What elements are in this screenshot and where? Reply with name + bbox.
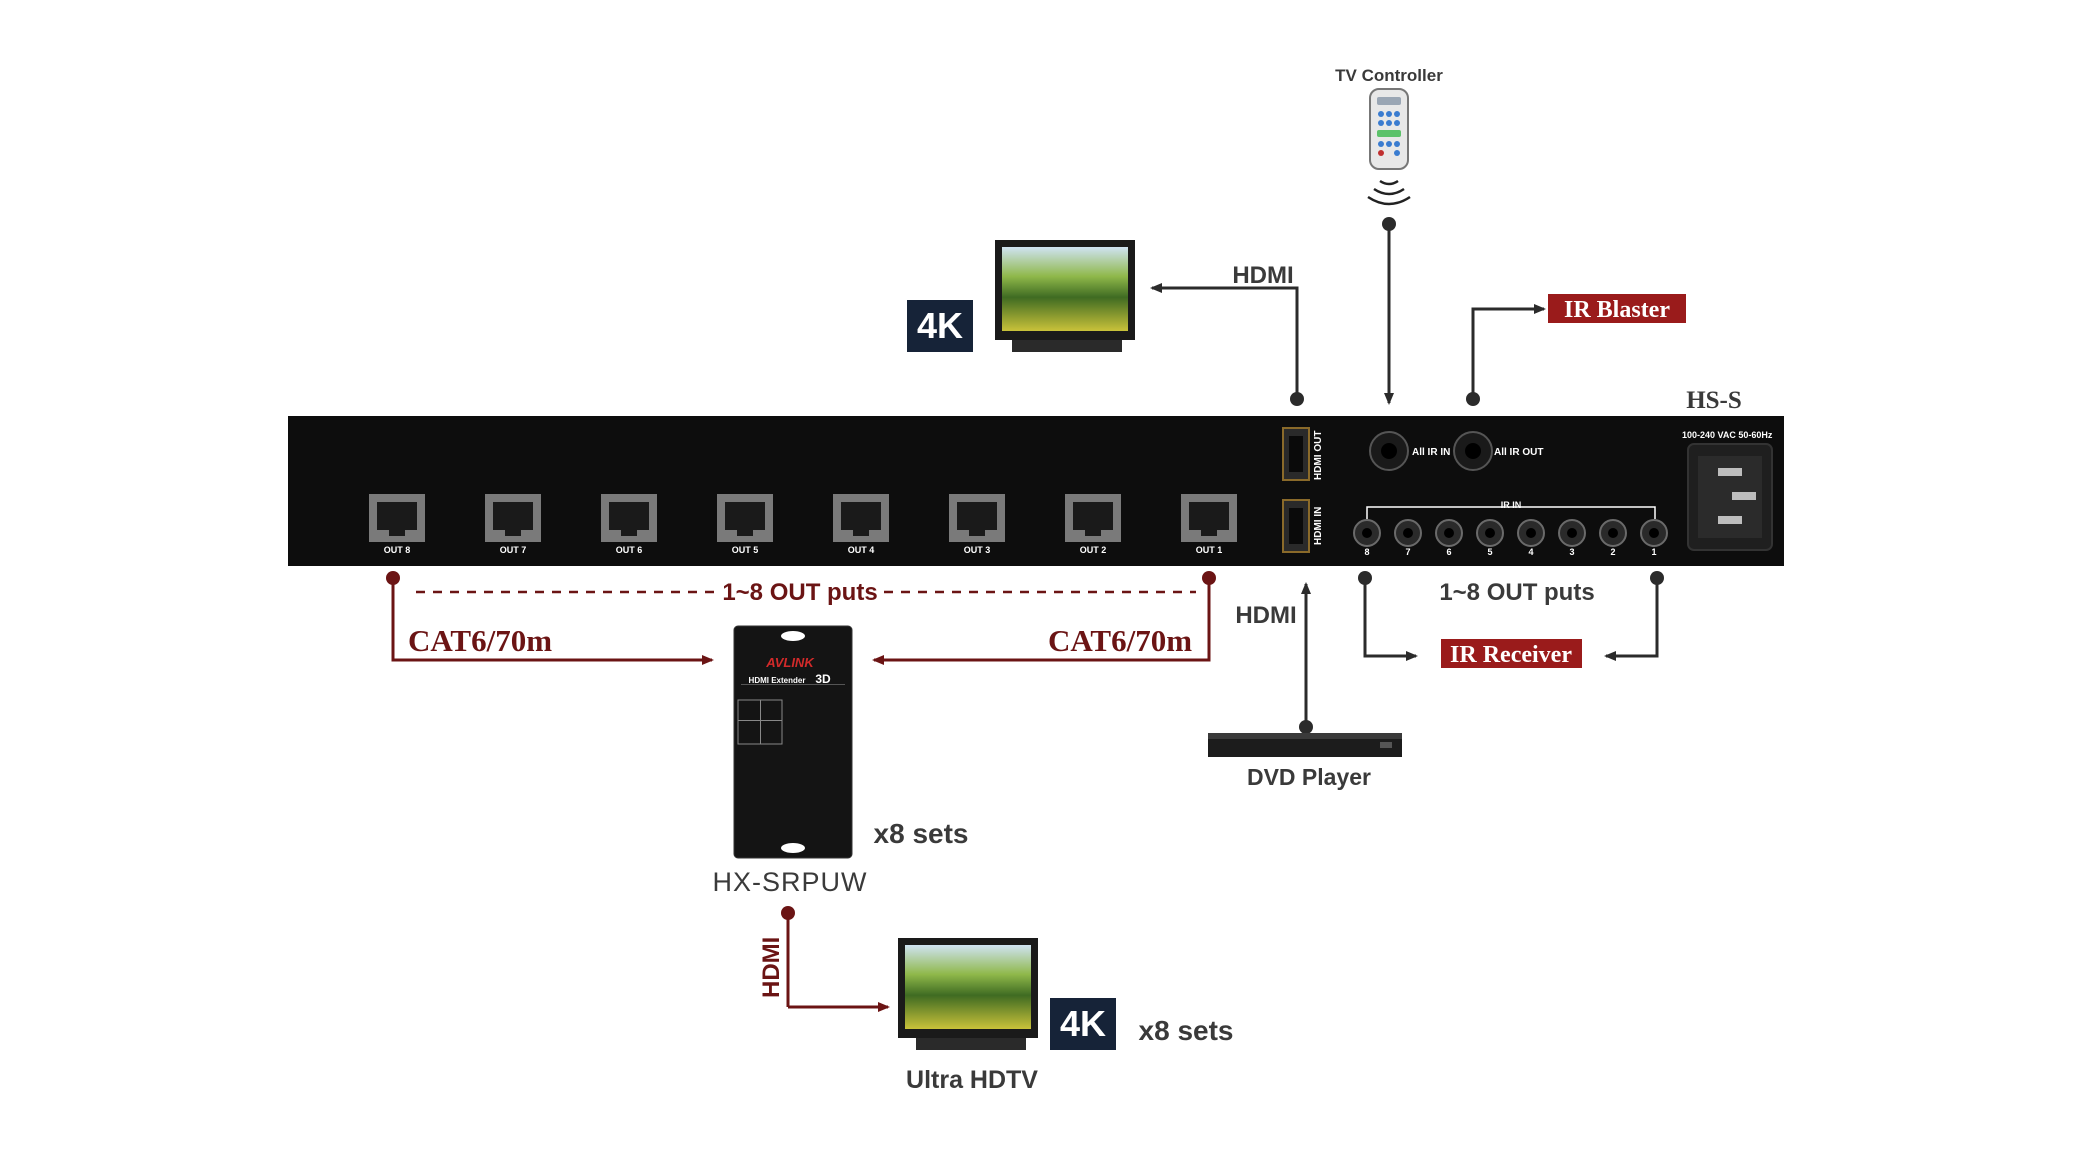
ir-in-label: IR IN: [1501, 500, 1522, 510]
hdmi-in-label: HDMI IN: [1313, 507, 1324, 545]
rj45-port: OUT 7: [485, 494, 541, 555]
ir-signal-icon: [1367, 179, 1411, 206]
rj45-port-label: OUT 1: [1196, 545, 1223, 555]
out1-to-extender-arrow: [872, 578, 1211, 665]
ir-input-jack: 3: [1558, 519, 1586, 557]
rj45-output-ports: OUT 8 OUT 7 OUT 6 OUT 5 OUT 4 OUT 3 OUT 2 OUT 1: [369, 494, 1237, 555]
ir-input-jack-label: 1: [1651, 547, 1656, 557]
ir-input-jack-label: 3: [1569, 547, 1574, 557]
rj45-port-label: OUT 8: [384, 545, 411, 555]
all-ir-out-jack: [1453, 431, 1493, 471]
ir-input-jack: 5: [1476, 519, 1504, 557]
ir-input-jack: 1: [1640, 519, 1668, 557]
all-ir-in-label: All IR IN: [1412, 447, 1450, 458]
ir-input-jack: 2: [1599, 519, 1627, 557]
badge-4k-bottom-text: 4K: [1060, 1003, 1106, 1044]
rj45-port-label: OUT 2: [1080, 545, 1107, 555]
hdmi-out-to-top-tv-arrow: [1150, 283, 1299, 399]
remote-control-icon: [1369, 88, 1409, 170]
ir-input-jack-label: 2: [1610, 547, 1615, 557]
dvd-player-label: DVD Player: [1247, 764, 1371, 790]
ir-blaster-label: IR Blaster: [1564, 297, 1670, 323]
ir8-to-ir-receiver-arrow: [1363, 578, 1418, 661]
rj45-port: OUT 8: [369, 494, 425, 555]
ir-input-jack: 8: [1353, 519, 1381, 557]
extender-brand: AVLINK: [765, 655, 815, 670]
hdmi-mid-label: HDMI: [1235, 602, 1296, 629]
hdmi-top-label: HDMI: [1232, 262, 1293, 289]
power-socket-icon: [1687, 443, 1773, 551]
ir-input-jack-label: 4: [1528, 547, 1533, 557]
ultra-hdtv-label: Ultra HDTV: [906, 1066, 1038, 1094]
power-spec-label: 100-240 VAC 50-60Hz: [1682, 430, 1773, 440]
rj45-port: OUT 1: [1181, 494, 1237, 555]
ir-receiver-label: IR Receiver: [1450, 642, 1572, 668]
all-ir-out-label: All IR OUT: [1494, 447, 1543, 458]
extender-sets-label: x8 sets: [874, 818, 969, 849]
hdmi-out-port: HDMI OUT: [1282, 427, 1324, 481]
cat-label-right: CAT6/70m: [1048, 623, 1192, 658]
rj45-port: OUT 6: [601, 494, 657, 555]
tv-controller-label: TV Controller: [1335, 66, 1443, 85]
ir-input-jack: 6: [1435, 519, 1463, 557]
tv-sets-label: x8 sets: [1139, 1015, 1234, 1046]
ir-input-jack: 4: [1517, 519, 1545, 557]
rj45-port-label: OUT 7: [500, 545, 527, 555]
badge-4k-top: 4K: [907, 300, 973, 352]
rj45-port: OUT 3: [949, 494, 1005, 555]
hdmi-out-label: HDMI OUT: [1313, 431, 1324, 480]
outputs-label-left: 1~8 OUT puts: [722, 579, 877, 606]
rj45-port-label: OUT 6: [616, 545, 643, 555]
rj45-port-label: OUT 5: [732, 545, 759, 555]
rj45-port: OUT 4: [833, 494, 889, 555]
all-ir-out-to-ir-blaster-arrow: [1471, 304, 1546, 399]
dvd-player-icon: [1208, 733, 1402, 757]
extender-3d-tag: 3D: [815, 672, 831, 686]
ir1-to-ir-receiver-arrow: [1604, 578, 1659, 661]
ir-blaster-tag: IR Blaster: [1548, 294, 1686, 323]
rj45-port-label: OUT 3: [964, 545, 991, 555]
rj45-port-label: OUT 4: [848, 545, 875, 555]
cat-label-left: CAT6/70m: [408, 623, 552, 658]
ir-input-jack-label: 8: [1364, 547, 1369, 557]
ir-input-jacks: 8 7 6 5 4 3 2 1: [1353, 519, 1668, 557]
badge-4k-top-text: 4K: [917, 305, 963, 346]
ir-receiver-tag: IR Receiver: [1441, 639, 1582, 668]
extender-model-label: HX-SRPUW: [713, 867, 868, 897]
ir-input-jack-label: 6: [1446, 547, 1451, 557]
outputs-label-right: 1~8 OUT puts: [1439, 579, 1594, 606]
extender-product: HDMI Extender: [749, 676, 806, 685]
device-rear-panel: [288, 416, 1784, 566]
hdmi-in-port: HDMI IN: [1282, 499, 1324, 553]
rj45-port: OUT 2: [1065, 494, 1121, 555]
bottom-tv-icon: [898, 938, 1038, 1050]
device-model-label: HS-S: [1686, 387, 1742, 414]
hdmi-extender-device: [733, 625, 853, 859]
top-tv-icon: [995, 240, 1135, 352]
all-ir-in-jack: [1369, 431, 1409, 471]
ir-input-jack-label: 5: [1487, 547, 1492, 557]
ir-input-jack: 7: [1394, 519, 1422, 557]
badge-4k-bottom: 4K: [1050, 998, 1116, 1050]
hdmi-bottom-label: HDMI: [758, 937, 785, 998]
ir-input-jack-label: 7: [1405, 547, 1410, 557]
rj45-port: OUT 5: [717, 494, 773, 555]
out8-to-extender-arrow: [391, 578, 714, 665]
ir-in-bracket: [1366, 506, 1656, 519]
